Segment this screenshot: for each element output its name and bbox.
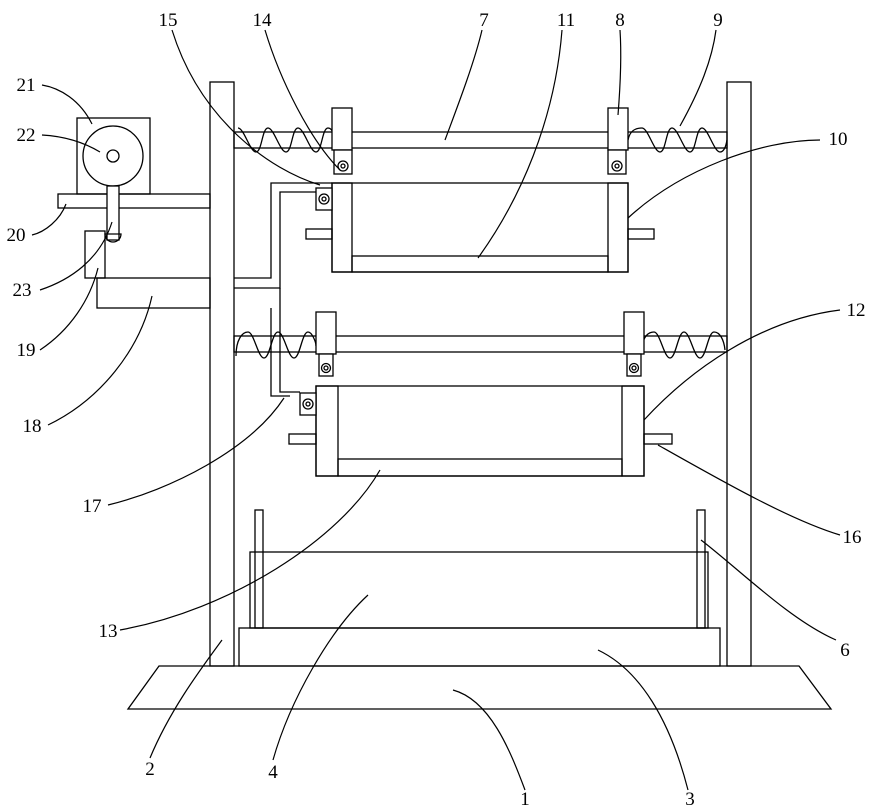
guide-post-left: [255, 510, 263, 628]
label-10: 10: [829, 129, 848, 150]
label-12: 12: [847, 300, 866, 321]
leader-line-12: [644, 310, 840, 420]
drive-beam: [97, 278, 210, 308]
label-21: 21: [17, 75, 36, 96]
label-9: 9: [713, 10, 723, 31]
upper-pin-left: [306, 229, 332, 239]
leader-line-3: [598, 650, 688, 790]
upper-guide-rod: [234, 132, 727, 148]
linkage-rod-lower: [280, 288, 300, 392]
lower-slider-left: [316, 312, 336, 354]
label-18: 18: [23, 416, 42, 437]
linkage-rod-upper-inner: [234, 192, 316, 288]
label-22: 22: [17, 125, 36, 146]
lower-slider-right: [624, 312, 644, 354]
lower-box-wall-right: [622, 386, 644, 476]
label-16: 16: [843, 527, 862, 548]
leader-line-6: [701, 540, 836, 640]
upper-pin-right: [628, 229, 654, 239]
label-6: 6: [840, 640, 850, 661]
label-11: 11: [557, 10, 575, 31]
label-8: 8: [615, 10, 625, 31]
leader-line-2: [150, 640, 222, 758]
label-2: 2: [145, 759, 155, 780]
motor-bracket: [58, 194, 210, 208]
leader-line-14: [265, 30, 340, 170]
drive-wheel: [83, 126, 143, 186]
leader-line-1: [453, 690, 525, 790]
upper-screen-box: [332, 183, 628, 272]
lower-box-wall-left: [316, 386, 338, 476]
leader-line-16: [658, 445, 840, 535]
left-upright: [210, 82, 234, 666]
label-14: 14: [253, 10, 273, 31]
label-13: 13: [99, 621, 118, 642]
leader-line-18: [48, 296, 152, 425]
label-15: 15: [159, 10, 178, 31]
guide-post-right: [697, 510, 705, 628]
leader-line-23: [40, 222, 112, 290]
leader-line-10: [628, 140, 820, 218]
collection-box: [250, 552, 708, 628]
leader-line-17: [108, 398, 284, 505]
upper-slider-left: [332, 108, 352, 150]
upper-screen-mesh: [352, 256, 608, 272]
lower-pin-left: [289, 434, 316, 444]
leader-line-4: [273, 595, 368, 760]
leader-line-9: [680, 30, 716, 126]
leader-line-7: [445, 30, 482, 140]
upper-box-wall-left: [332, 183, 352, 272]
label-3: 3: [685, 789, 695, 810]
collection-base: [239, 628, 720, 666]
leader-line-15: [172, 30, 320, 185]
leader-line-8: [618, 30, 621, 115]
lower-guide-rod: [234, 336, 727, 352]
label-1: 1: [520, 789, 530, 810]
label-23: 23: [13, 280, 32, 301]
label-19: 19: [17, 340, 36, 361]
upper-box-wall-right: [608, 183, 628, 272]
leader-line-11: [478, 30, 562, 258]
lower-screen-box: [316, 386, 644, 476]
label-17: 17: [83, 496, 102, 517]
label-4: 4: [268, 762, 278, 783]
lower-pin-right: [644, 434, 672, 444]
lower-screen-mesh: [338, 459, 622, 476]
base-plate: [128, 666, 831, 709]
leader-line-19: [40, 268, 98, 350]
label-7: 7: [479, 10, 489, 31]
label-20: 20: [7, 225, 26, 246]
